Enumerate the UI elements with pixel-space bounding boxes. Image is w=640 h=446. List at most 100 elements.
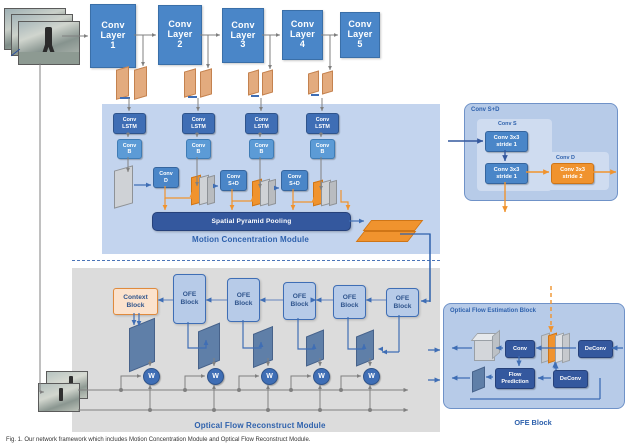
conv3x3-stride1-top-line1: Conv 3x3 <box>493 135 520 142</box>
conv-sd-detail-title: Conv S+D <box>471 107 500 113</box>
ofe-block-4[interactable]: OFE Block <box>333 285 366 319</box>
ofe-block-5-line1: OFE <box>395 294 410 302</box>
ofe-block-3-line2: Block <box>290 301 309 308</box>
context-block-line1: Context <box>123 293 148 301</box>
context-block[interactable]: Context Block <box>113 288 158 315</box>
ofe-block-2-line2: Block <box>234 300 253 307</box>
conv-sd-detail-title-text: Conv S+D <box>471 107 500 113</box>
conv-sd-op-1[interactable]: Conv S+D <box>220 170 247 191</box>
conv3x3-stride1-top[interactable]: Conv 3x3 stride 1 <box>485 131 528 152</box>
figure-caption-text: Fig. 1. Our network framework which incl… <box>6 437 311 443</box>
conv3x3-stride1-bottom-line1: Conv 3x3 <box>493 167 520 174</box>
ofe-conv-label: Conv <box>513 345 527 352</box>
ofe-block-5-line2: Block <box>393 302 412 310</box>
conv3x3-stride2-line1: Conv 3x3 <box>560 167 585 174</box>
conv-layer-5-line3: 5 <box>357 38 363 49</box>
conv3x3-stride2-line2: stride 2 <box>562 173 583 180</box>
flow-prediction-line2: Prediction <box>501 378 529 385</box>
conv-b-4-line1: Conv <box>315 142 330 149</box>
conv-layer-4-line1: Conv <box>290 19 315 30</box>
context-block-line2: Block <box>126 301 145 309</box>
ofe-block-1[interactable]: OFE Block <box>173 274 206 324</box>
ofrm-title-text: Optical Flow Reconstruct Module <box>194 421 326 430</box>
ofe-block-2-line1: OFE <box>236 292 251 300</box>
ofe-block-5[interactable]: OFE Block <box>386 288 419 317</box>
warp-node-5[interactable]: W <box>363 368 380 385</box>
ofe-detail-title: Optical Flow Estimation Block <box>450 308 536 314</box>
conv-lstm-2-line2: LSTM <box>191 123 206 130</box>
ofe-detail-title-text: Optical Flow Estimation Block <box>450 308 537 314</box>
warp-node-3-label: W <box>266 373 273 380</box>
warp-node-5-label: W <box>368 373 375 380</box>
conv-lstm-4-line1: Conv <box>315 117 330 124</box>
conv-layer-3-line1: Conv <box>231 19 255 30</box>
conv-d-line2: D <box>164 177 168 184</box>
warp-node-3[interactable]: W <box>261 368 278 385</box>
ofe-block-caption: OFE Block <box>443 418 623 427</box>
conv3x3-stride2[interactable]: Conv 3x3 stride 2 <box>551 163 594 184</box>
module-separator <box>72 260 440 261</box>
conv-b-1[interactable]: Conv B <box>117 139 142 159</box>
conv-lstm-3-line1: Conv <box>254 117 269 124</box>
conv-sd-op-2[interactable]: Conv S+D <box>281 170 308 191</box>
conv-sd-2-line1: Conv <box>287 174 302 181</box>
conv-s-label: Conv S <box>498 121 517 127</box>
conv3x3-stride1-bottom[interactable]: Conv 3x3 stride 1 <box>485 163 528 184</box>
conv3x3-stride1-bottom-line2: stride 1 <box>496 173 517 180</box>
warp-node-4-label: W <box>318 373 325 380</box>
conv-sd-1-line2: S+D <box>228 180 239 187</box>
figure-caption: Fig. 1. Our network framework which incl… <box>6 437 310 443</box>
conv-layer-2-line1: Conv <box>168 19 192 30</box>
warp-node-2-label: W <box>212 373 219 380</box>
ofe-deconv-bottom-label: DeConv <box>559 375 582 382</box>
conv-b-2-line2: B <box>196 149 201 155</box>
conv-s-label-text: Conv S <box>498 121 517 127</box>
conv-layer-5-line2: Layer <box>347 29 373 40</box>
flow-prediction[interactable]: Flow Prediction <box>495 368 535 389</box>
conv-d-line1: Conv <box>159 171 173 178</box>
conv-b-3[interactable]: Conv B <box>249 139 274 159</box>
conv-layer-4[interactable]: Conv Layer 4 <box>282 10 323 60</box>
warp-node-4[interactable]: W <box>313 368 330 385</box>
conv-b-2[interactable]: Conv B <box>186 139 211 159</box>
conv-layer-2-line3: 2 <box>177 38 183 49</box>
conv-b-4-line2: B <box>320 149 325 155</box>
conv-sd-1-line1: Conv <box>226 174 241 181</box>
conv3x3-stride1-top-line2: stride 1 <box>496 141 517 148</box>
motion-concentration-module-title: Motion Concentration Module <box>152 235 349 244</box>
conv-layer-1-line1: Conv <box>101 20 125 31</box>
conv-layer-2-line2: Layer <box>167 29 193 40</box>
ofe-block-caption-text: OFE Block <box>514 418 552 427</box>
warp-node-2[interactable]: W <box>207 368 224 385</box>
conv-lstm-1-line1: Conv <box>122 117 137 124</box>
conv-d-label-text: Conv D <box>556 155 575 161</box>
ofe-block-4-line2: Block <box>340 302 359 309</box>
ofe-block-2[interactable]: OFE Block <box>227 278 260 322</box>
ofe-deconv-top[interactable]: DeConv <box>578 340 613 358</box>
conv-lstm-3-line2: LSTM <box>254 123 269 130</box>
conv-layer-4-line2: Layer <box>289 29 316 40</box>
conv-lstm-1-line2: LSTM <box>122 123 137 130</box>
conv-lstm-3[interactable]: Conv LSTM <box>245 113 278 134</box>
conv-layer-1[interactable]: Conv Layer 1 <box>90 4 136 68</box>
conv-layer-1-line2: Layer <box>100 30 126 41</box>
ofe-deconv-top-label: DeConv <box>584 345 607 352</box>
warp-node-1[interactable]: W <box>143 368 160 385</box>
conv-b-1-line2: B <box>127 149 132 155</box>
spp-label: Spatial Pyramid Pooling <box>211 218 292 225</box>
conv-b-4[interactable]: Conv B <box>310 139 335 159</box>
ofe-deconv-bottom[interactable]: DeConv <box>553 370 588 388</box>
ofe-conv[interactable]: Conv <box>505 340 535 358</box>
conv-layer-5[interactable]: Conv Layer 5 <box>340 12 380 58</box>
conv-layer-5-line1: Conv <box>348 19 372 30</box>
conv-lstm-2-line1: Conv <box>191 117 206 124</box>
conv-layer-2[interactable]: Conv Layer 2 <box>158 5 202 65</box>
conv-d-op[interactable]: Conv D <box>153 167 179 188</box>
conv-b-1-line1: Conv <box>122 142 137 149</box>
conv-sd-2-line2: S+D <box>289 180 300 187</box>
ofe-block-1-line1: OFE <box>182 291 197 299</box>
conv-b-3-line2: B <box>259 149 264 155</box>
mcm-title-text: Motion Concentration Module <box>192 235 309 244</box>
